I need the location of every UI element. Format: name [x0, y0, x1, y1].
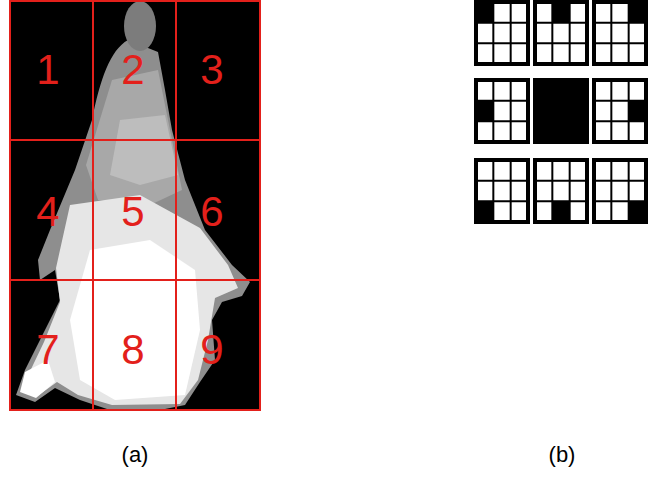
mask-border: [535, 2, 587, 64]
mask-cell: [535, 80, 587, 142]
mask-grid-line: [535, 22, 587, 24]
mask-grid-line: [594, 22, 646, 24]
mask-grid-line: [510, 160, 512, 222]
partition-grid: [10, 1, 260, 410]
silhouette-image: [10, 1, 260, 410]
mask-icon: [535, 2, 587, 64]
mask-cell: [476, 201, 493, 222]
mask-grid-line: [476, 42, 528, 44]
mask-grid-line: [610, 2, 612, 64]
panel-label: (a): [122, 444, 149, 466]
mask-grid-line: [628, 2, 630, 64]
mask-grid-line: [535, 180, 587, 182]
mask-border: [535, 160, 587, 222]
mask-icon: [476, 80, 528, 142]
grid-line: [10, 139, 260, 141]
lower-light: [70, 240, 200, 400]
mask-grid-line: [594, 42, 646, 44]
mask-border: [594, 2, 646, 64]
mask-border: [594, 80, 646, 142]
mask-border: [476, 80, 528, 142]
callout-number: 9: [200, 329, 223, 371]
mask-cell: [629, 2, 646, 23]
callout-number: 3: [200, 49, 223, 91]
mask-icon: [476, 160, 528, 222]
mask-icon: [594, 80, 646, 142]
grid-border: [10, 1, 260, 410]
mask-grid-line: [476, 120, 528, 122]
mask-grid-line: [551, 160, 553, 222]
mask-grid-line: [569, 2, 571, 64]
mask-grid-line: [535, 42, 587, 44]
image-ground: [10, 1, 260, 410]
mask-grid-line: [510, 2, 512, 64]
mask-icons: [476, 2, 646, 222]
mask-icon: [476, 2, 528, 64]
callout-number: 1: [36, 49, 59, 91]
mask-grid-line: [535, 200, 587, 202]
mask-grid-line: [594, 180, 646, 182]
mask-grid-line: [510, 80, 512, 142]
mask-icon: [535, 80, 587, 142]
mask-grid-line: [476, 22, 528, 24]
mask-cell: [476, 2, 493, 23]
mask-grid-line: [492, 2, 494, 64]
mask-grid-line: [594, 200, 646, 202]
mask-icon: [594, 2, 646, 64]
mask-grid-line: [476, 180, 528, 182]
mask-icon: [535, 160, 587, 222]
mask-grid-line: [628, 160, 630, 222]
mask-grid-line: [594, 100, 646, 102]
mask-cell: [629, 201, 646, 222]
mask-border: [594, 160, 646, 222]
callout-number: 4: [36, 191, 59, 233]
mask-grid-line: [476, 100, 528, 102]
mask-grid-line: [610, 160, 612, 222]
mask-cell: [552, 2, 569, 23]
mask-border: [476, 160, 528, 222]
callout-number: 5: [121, 191, 144, 233]
mask-grid-line: [628, 80, 630, 142]
torso-light: [110, 115, 178, 185]
callout-number: 6: [200, 191, 223, 233]
callout-number: 2: [121, 49, 144, 91]
mask-icon: [594, 160, 646, 222]
panel-label: (b): [549, 444, 576, 466]
grid-line: [92, 1, 94, 410]
grid-line: [10, 279, 260, 281]
head-shade: [124, 1, 156, 51]
callout-number: 8: [121, 329, 144, 371]
mask-grid-line: [594, 120, 646, 122]
mask-grid-line: [551, 2, 553, 64]
mask-grid-line: [476, 200, 528, 202]
mask-border: [476, 2, 528, 64]
mask-grid-line: [492, 80, 494, 142]
body-shade: [16, 40, 250, 410]
mask-grid-line: [492, 160, 494, 222]
mask-grid-line: [610, 80, 612, 142]
mask-cell: [629, 101, 646, 122]
grid-line: [175, 1, 177, 410]
mask-cell: [552, 201, 569, 222]
mask-cell: [476, 101, 493, 122]
callout-number: 7: [36, 329, 59, 371]
mask-grid-line: [569, 160, 571, 222]
